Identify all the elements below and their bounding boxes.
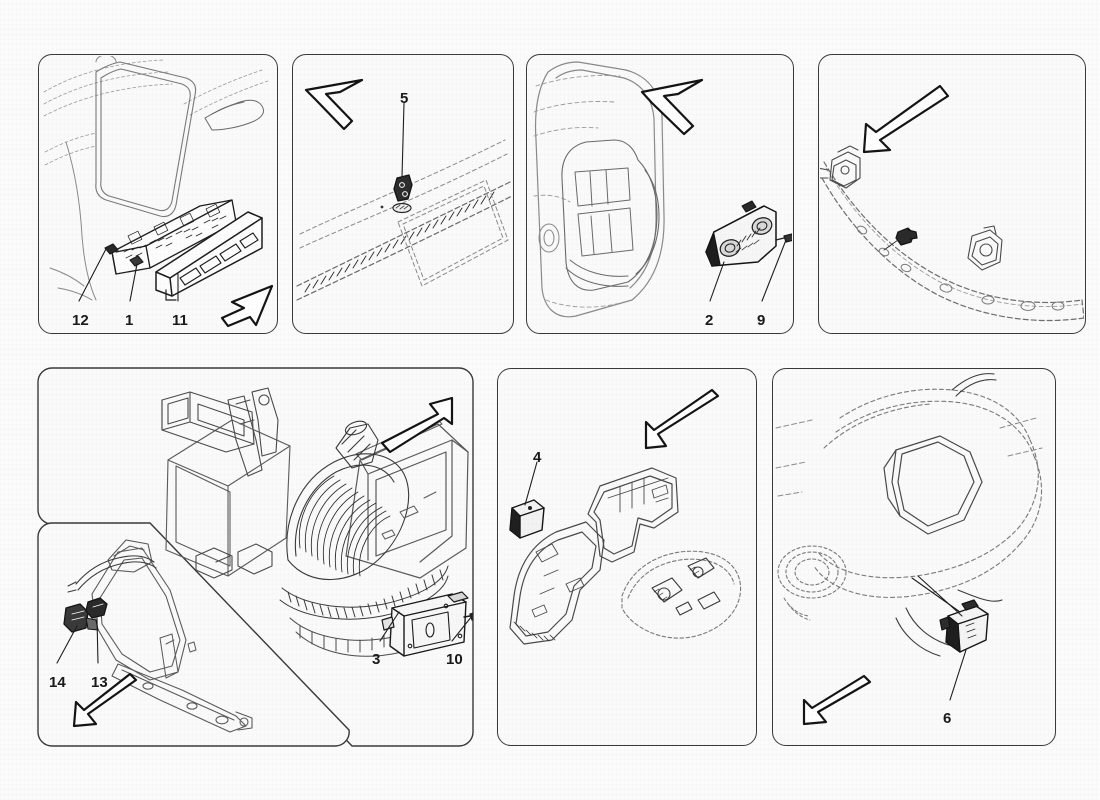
- panel-frame-dashboard-center-vent: [38, 54, 278, 334]
- callout-label-13: 13: [91, 674, 108, 691]
- callout-label-10: 10: [446, 651, 463, 668]
- callout-label-6: 6: [943, 710, 952, 727]
- callout-label-3: 3: [372, 651, 381, 668]
- panel-frame-cross-beam-sensor: [818, 54, 1086, 334]
- panel-frame-center-console-trim: [497, 368, 757, 746]
- callout-label-1: 1: [125, 312, 134, 329]
- callout-label-5: 5: [400, 90, 409, 107]
- view-direction-arrow: [380, 396, 454, 454]
- artwork-panel-6: [56, 539, 253, 733]
- callout-label-4: 4: [533, 449, 542, 466]
- callout-label-9: 9: [757, 312, 766, 329]
- panel-frame-footwell-duct-sensor: [37, 522, 350, 747]
- callout-label-14: 14: [49, 674, 66, 691]
- panel-frame-seat-side-control-module: [526, 54, 794, 334]
- callout-label-2: 2: [705, 312, 714, 329]
- artwork-panel-5: [161, 387, 473, 657]
- panel-frame-dashboard-underside-sensor: [772, 368, 1056, 746]
- callout-label-12: 12: [72, 312, 89, 329]
- callout-label-11: 11: [172, 312, 188, 329]
